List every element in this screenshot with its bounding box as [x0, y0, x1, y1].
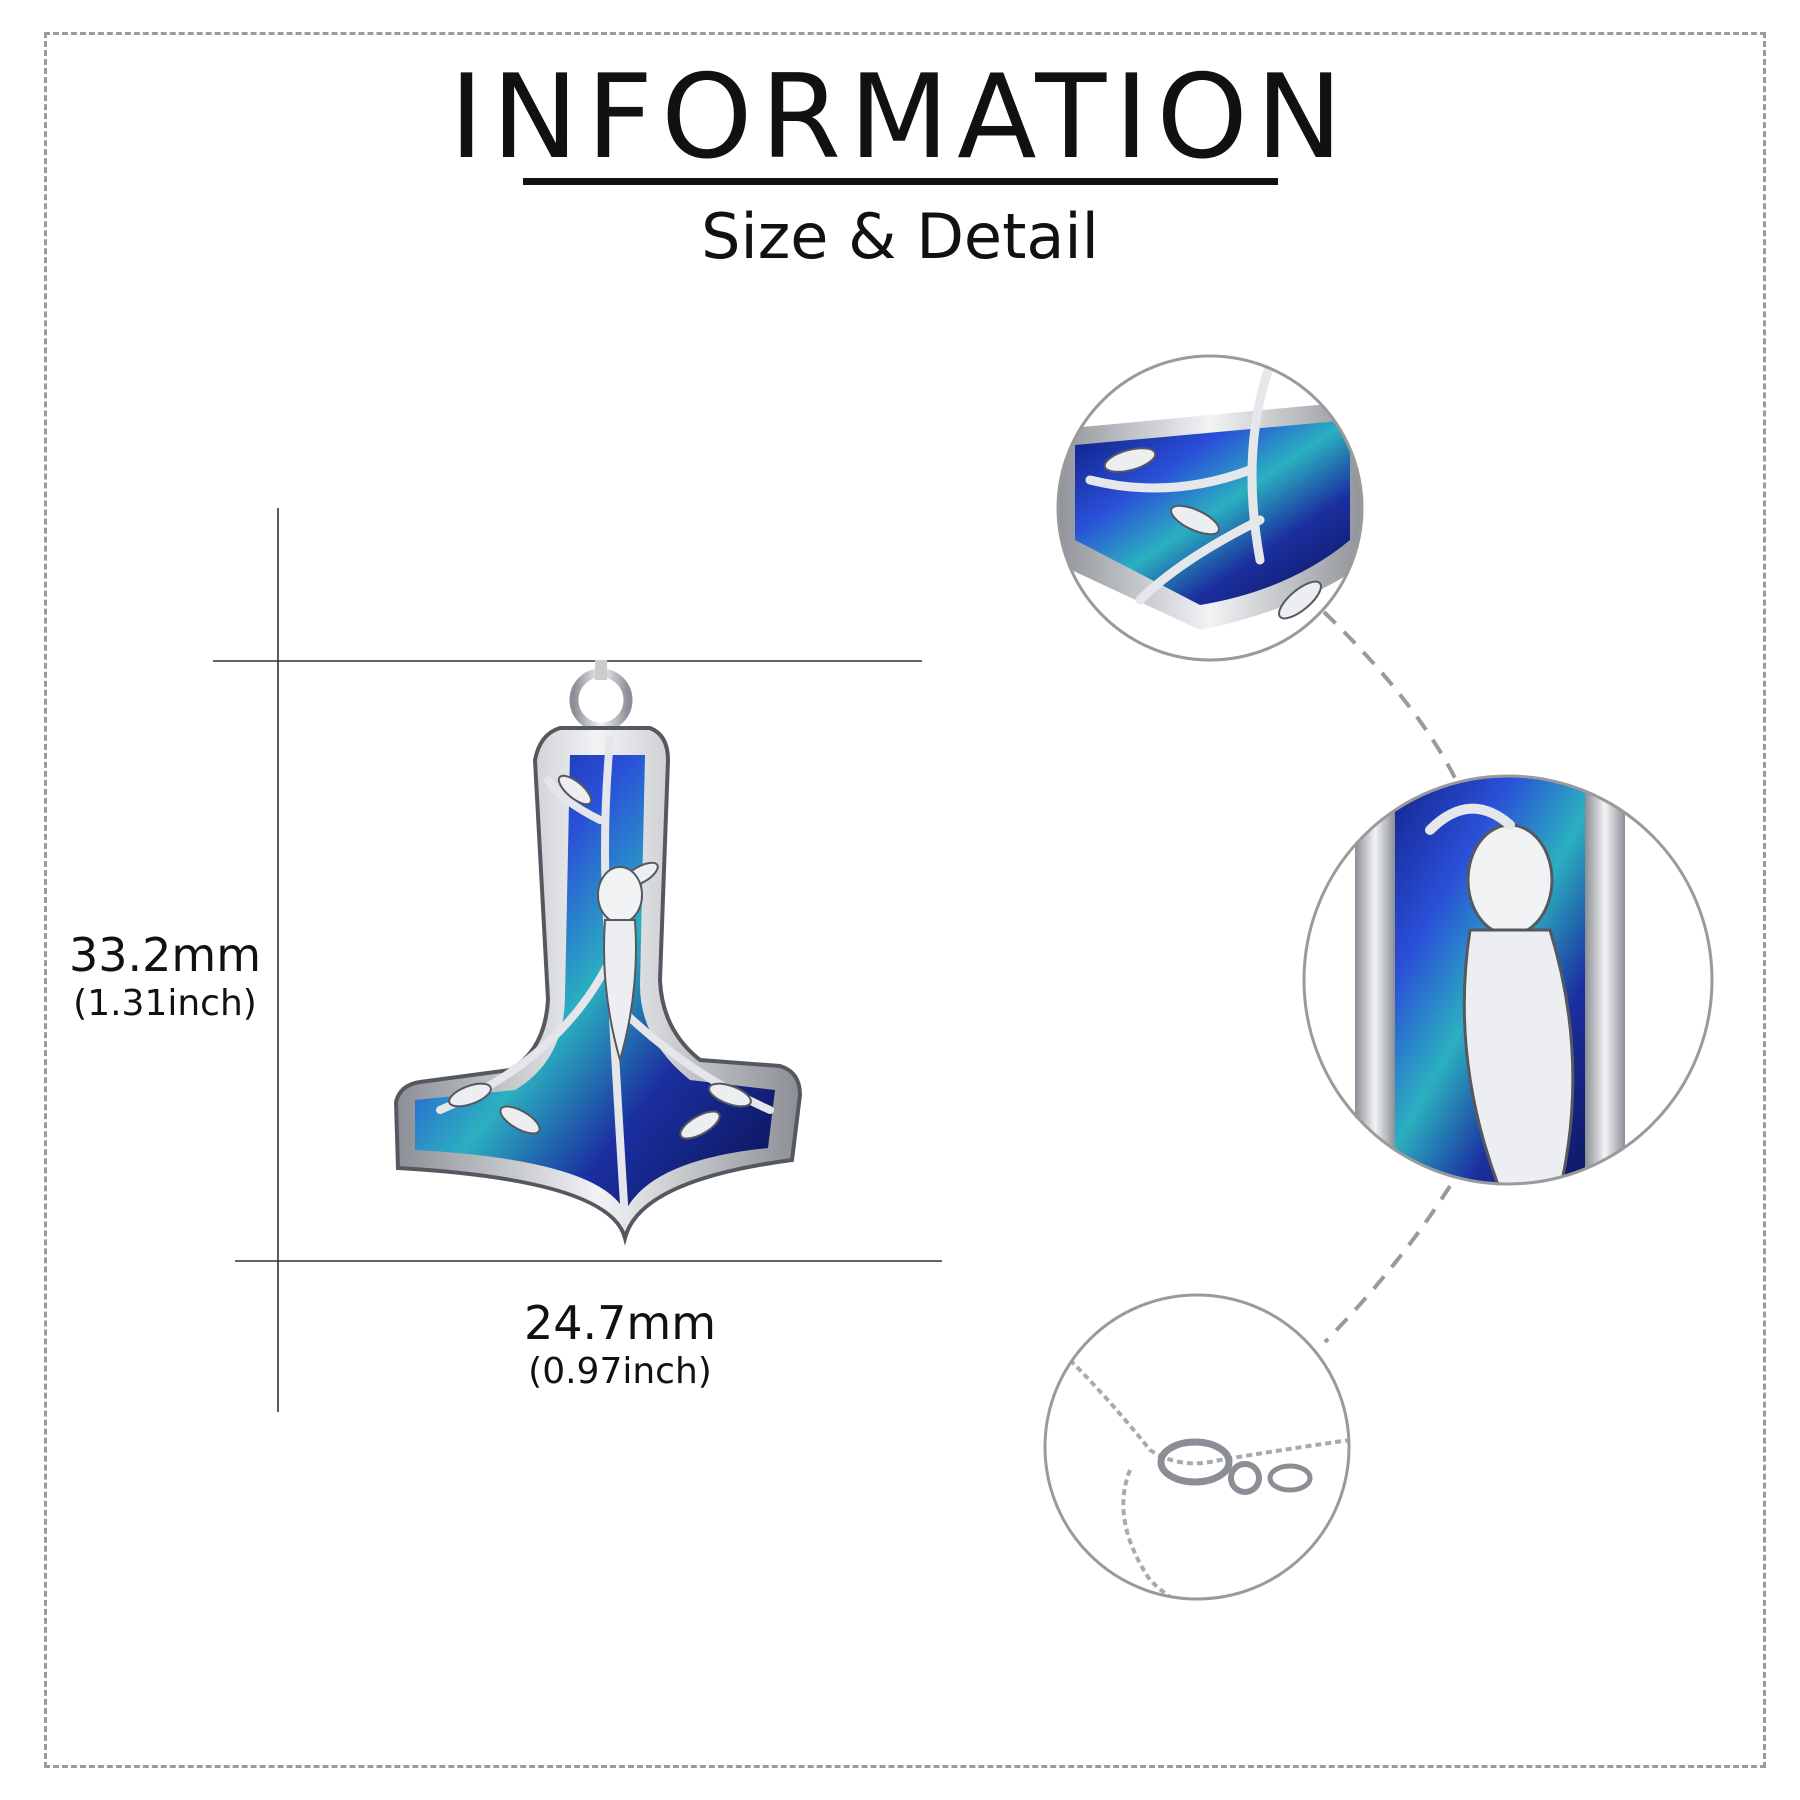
width-dimension: 24.7mm (0.97inch) [500, 1300, 740, 1390]
title-underline [523, 178, 1278, 185]
height-dimension: 33.2mm (1.31inch) [60, 932, 270, 1022]
width-mm: 24.7mm [523, 1296, 717, 1350]
hammer-head-detail-icon [1056, 354, 1364, 662]
dashed-frame [44, 32, 1766, 1768]
goddess-figure-detail-icon [1302, 774, 1714, 1186]
height-mm: 33.2mm [68, 928, 262, 982]
page-title: INFORMATION [449, 50, 1351, 185]
measurement-lines [213, 508, 942, 1412]
page-subtitle: Size & Detail [701, 200, 1099, 273]
detail-connectors [1322, 610, 1457, 1344]
height-inch: (1.31inch) [73, 983, 257, 1024]
chain-clasp-detail-icon [1043, 1293, 1351, 1601]
width-inch: (0.97inch) [528, 1351, 712, 1392]
thors-hammer-pendant-icon [393, 660, 803, 1246]
